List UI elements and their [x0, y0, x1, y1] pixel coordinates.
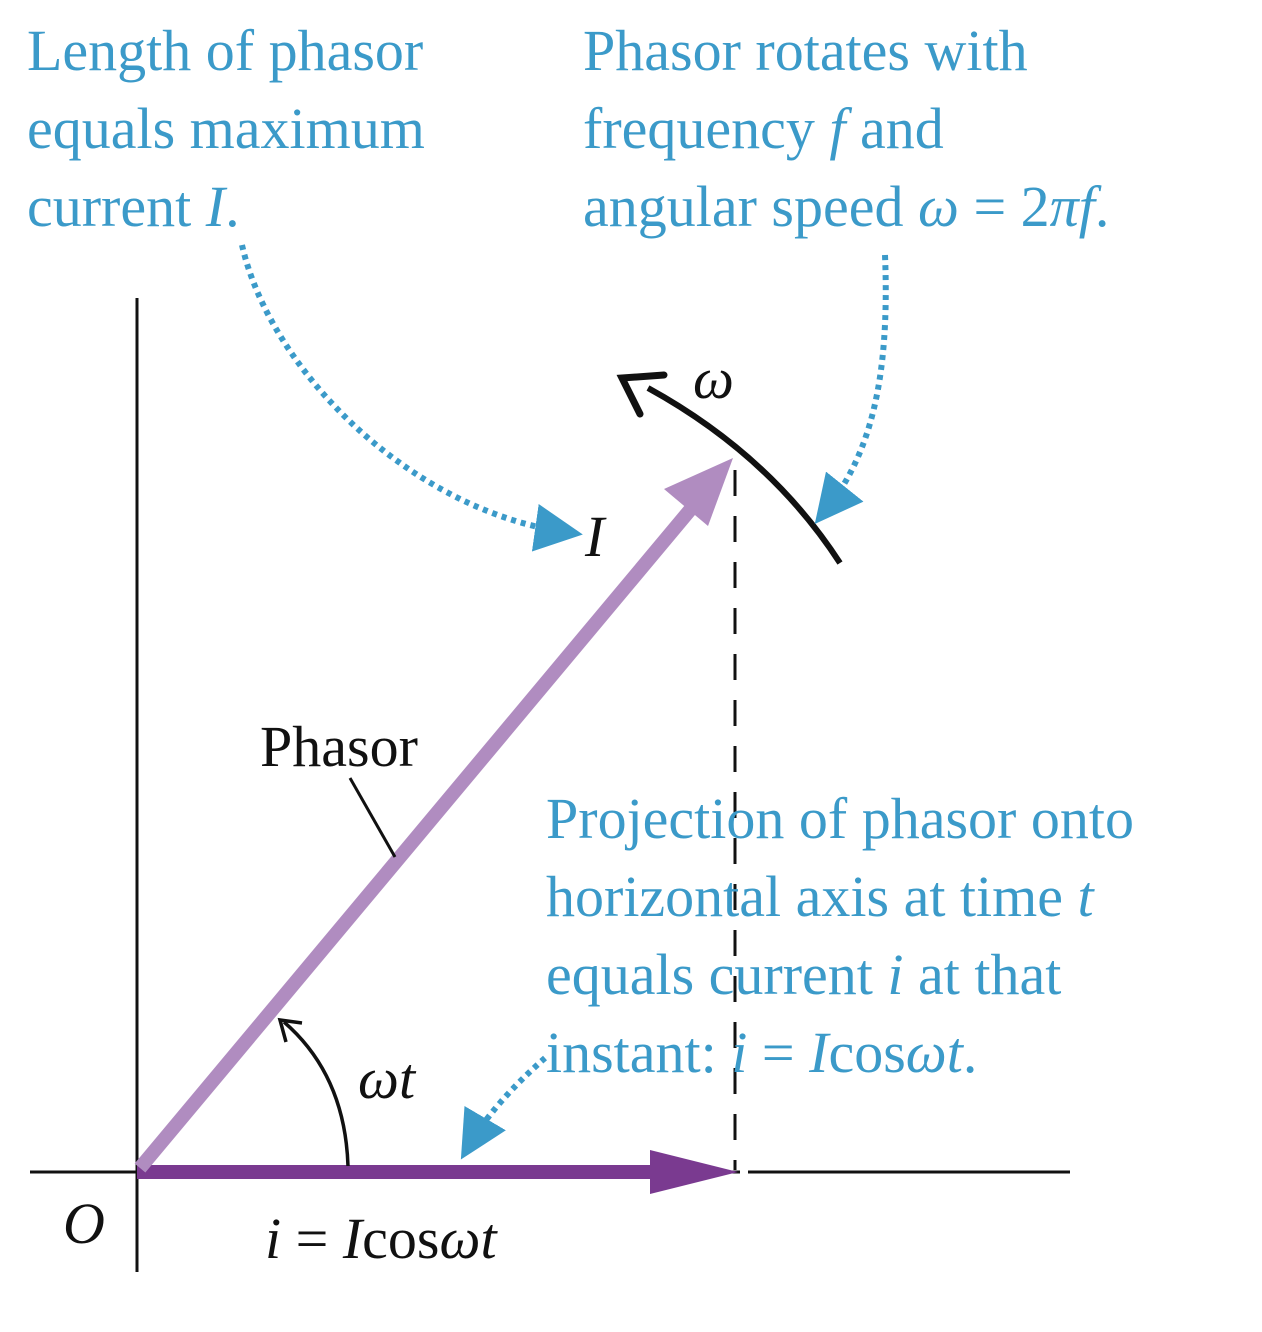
projection-note-i: i [887, 942, 903, 1007]
angle-label: ωt [358, 1046, 417, 1111]
rotation-note-line3-suffix: . [1095, 174, 1110, 239]
length-note-line3-suffix: . [225, 174, 240, 239]
rotation-note-arrow [814, 254, 889, 525]
rotation-note-line3: angular speed ω = 2πf. [583, 174, 1109, 239]
projection-note-wt: ωt [906, 1020, 965, 1085]
length-note-line2: equals maximum [27, 96, 425, 161]
phasor-arrow-shaft [134, 505, 696, 1173]
length-note-line3-prefix: current [27, 174, 206, 239]
rotation-note-line3-prefix: angular speed [583, 174, 918, 239]
rotation-note: Phasor rotates with frequency f and angu… [583, 18, 1109, 239]
omega-label: ω [693, 346, 734, 411]
projection-note-line2-prefix: horizontal axis at time [546, 864, 1078, 929]
origin-label: O [63, 1191, 105, 1256]
projection-note-eq: = [747, 1020, 809, 1085]
rotation-arc [646, 385, 843, 565]
projection-note-line3-prefix: equals current [546, 942, 887, 1007]
projection-label-eq: = [281, 1206, 343, 1271]
phasor-name-label: Phasor [260, 714, 418, 779]
projection-arrow-head [650, 1150, 738, 1194]
projection-note-line4: instant: i = Icosωt. [546, 1020, 977, 1085]
projection-note-line4-prefix: instant: [546, 1020, 731, 1085]
rotation-note-eq: = 2 [959, 174, 1050, 239]
projection-label-I: I [342, 1206, 365, 1271]
projection-note-line1: Projection of phasor onto [546, 786, 1134, 851]
projection-note-line3: equals current i at that [546, 942, 1061, 1007]
phasor-symbol-label: I [584, 504, 607, 569]
projection-note: Projection of phasor onto horizontal axi… [546, 786, 1148, 1085]
phasor-arrow-head [664, 458, 733, 526]
projection-note-line2: horizontal axis at time t [546, 864, 1096, 929]
length-note-symbol: I [205, 174, 228, 239]
projection-note-cos: cos [828, 1020, 905, 1085]
projection-note-line3-suffix: at that [904, 942, 1062, 1007]
length-note: Length of phasor equals maximum current … [27, 18, 439, 239]
projection-note-I: I [808, 1020, 831, 1085]
length-note-arrow [239, 244, 583, 552]
projection-note-t: t [1078, 864, 1096, 929]
projection-label-cos: cos [362, 1206, 439, 1271]
projection-label-i: i [265, 1206, 281, 1271]
phasor-leader-line [348, 777, 397, 858]
projection-label: i = Icosωt [265, 1206, 498, 1271]
rotation-note-omega: ω [918, 174, 959, 239]
projection-note-i2: i [731, 1020, 747, 1085]
angle-arrow-head [277, 1017, 303, 1043]
rotation-note-line2-prefix: frequency [583, 96, 829, 161]
rotation-note-pi: π [1050, 174, 1081, 239]
projection-label-wt: ωt [440, 1206, 499, 1271]
rotation-note-line1: Phasor rotates with [583, 18, 1028, 83]
rotation-note-line2: frequency f and [583, 96, 944, 161]
length-note-line3: current I. [27, 174, 240, 239]
projection-note-arrow [460, 1055, 547, 1160]
length-note-line1: Length of phasor [27, 18, 423, 83]
angle-arc [282, 1020, 350, 1167]
projection-note-line4-suffix: . [963, 1020, 978, 1085]
rotation-arrow-head [616, 371, 668, 418]
rotation-note-line2-suffix: and [845, 96, 943, 161]
